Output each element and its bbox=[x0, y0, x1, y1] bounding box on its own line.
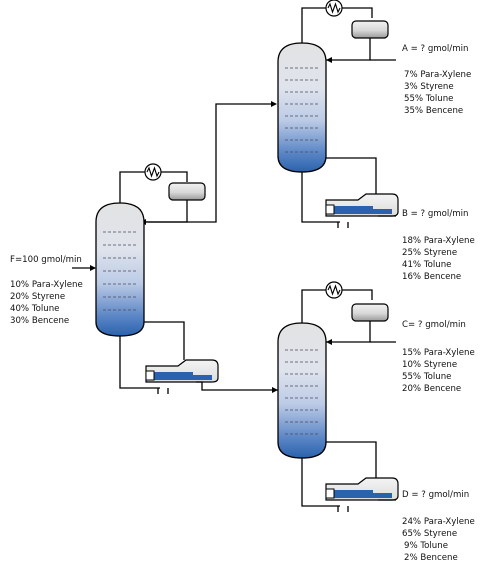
feed-stream-labels: F=100 gmol/min 10% Para-Xylene 20% Styre… bbox=[10, 255, 83, 326]
distillation-column-icon bbox=[277, 322, 327, 459]
distillation-column-icon bbox=[95, 202, 145, 337]
stream-d-labels: D = ? gmol/min 24% Para-Xylene 65% Styre… bbox=[402, 490, 475, 563]
stream-b-composition-line: 16% Bencene bbox=[402, 272, 461, 282]
stream-c-composition-line: 10% Styrene bbox=[402, 360, 457, 370]
stream-d-composition-line: 2% Bencene bbox=[404, 553, 458, 563]
stream-b-labels: B = ? gmol/min 18% Para-Xylene 25% Styre… bbox=[402, 209, 475, 282]
stream-b-composition-line: 18% Para-Xylene bbox=[402, 236, 475, 246]
feed-composition-line: 40% Tolune bbox=[10, 304, 59, 314]
stream-a-flow-label: A = ? gmol/min bbox=[402, 44, 468, 54]
stream-c-composition-line: 15% Para-Xylene bbox=[402, 348, 475, 358]
stream-a-composition-line: 3% Styrene bbox=[404, 82, 454, 92]
stream-c-composition-line: 20% Bencene bbox=[402, 384, 461, 394]
condenser-icon bbox=[325, 0, 343, 17]
reflux-drum-icon bbox=[351, 20, 389, 39]
stream-c-flow-label: C= ? gmol/min bbox=[402, 320, 466, 330]
stream-a-composition-line: 35% Bencene bbox=[404, 106, 463, 116]
overhead-line bbox=[144, 103, 276, 223]
column-2 bbox=[277, 0, 399, 228]
stream-d-flow-label: D = ? gmol/min bbox=[402, 490, 469, 500]
reflux-drum-icon bbox=[168, 182, 206, 201]
stream-d-composition-line: 9% Tolune bbox=[404, 541, 448, 551]
stream-a-composition-line: 7% Para-Xylene bbox=[404, 70, 471, 80]
stream-b-composition-line: 41% Tolune bbox=[402, 260, 451, 270]
reboiler-icon bbox=[145, 359, 219, 383]
reboiler-icon bbox=[325, 193, 399, 217]
stream-a-labels: A = ? gmol/min 7% Para-Xylene 3% Styrene… bbox=[402, 44, 471, 116]
reboiler-icon bbox=[325, 477, 399, 501]
stream-a-composition-line: 55% Tolune bbox=[404, 94, 453, 104]
reflux-drum-icon bbox=[351, 303, 389, 322]
stream-c-labels: C= ? gmol/min 15% Para-Xylene 10% Styren… bbox=[402, 320, 475, 394]
column-3 bbox=[272, 281, 399, 512]
condenser-icon bbox=[325, 281, 343, 299]
stream-b-composition-line: 25% Styrene bbox=[402, 248, 457, 258]
stream-d-composition-line: 65% Styrene bbox=[402, 529, 457, 539]
distillation-column-icon bbox=[277, 42, 327, 173]
stream-c-composition-line: 55% Tolune bbox=[402, 372, 451, 382]
condenser-icon bbox=[144, 163, 162, 181]
column-1 bbox=[72, 163, 278, 394]
feed-composition-line: 30% Bencene bbox=[10, 316, 69, 326]
stream-b-flow-label: B = ? gmol/min bbox=[402, 209, 468, 219]
feed-flow-label: F=100 gmol/min bbox=[10, 255, 82, 265]
feed-composition-line: 10% Para-Xylene bbox=[10, 280, 83, 290]
stream-d-composition-line: 24% Para-Xylene bbox=[402, 517, 475, 527]
feed-composition-line: 20% Styrene bbox=[10, 292, 65, 302]
